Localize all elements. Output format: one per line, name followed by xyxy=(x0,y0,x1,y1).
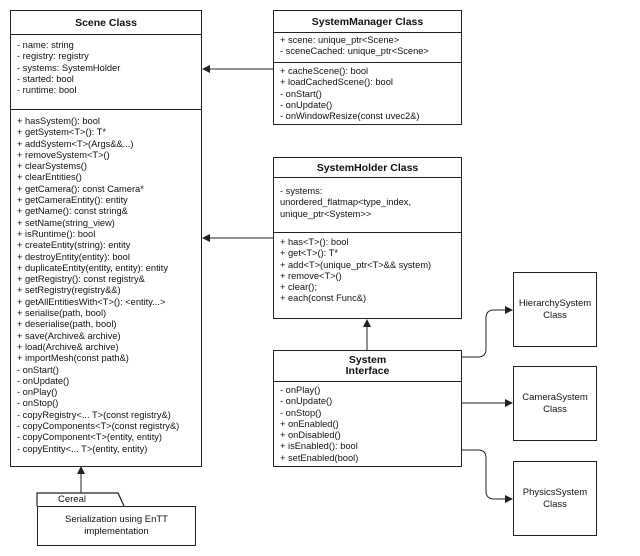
method: + clear(); xyxy=(280,282,317,293)
method: - onPlay() xyxy=(280,385,321,395)
cereal-package-body: Serialization using EnTT implementation xyxy=(37,506,196,546)
system-interface-title-line1: System xyxy=(348,354,387,366)
hierarchy-system-line2: Class xyxy=(543,309,567,321)
physics-system-line1: PhysicsSystem xyxy=(522,486,588,498)
system-manager-class-title: SystemManager Class xyxy=(274,11,461,33)
method: + has<T>(): bool xyxy=(280,237,349,247)
method: + getCamera(): const Camera* xyxy=(17,183,144,194)
camera-system-class-box: CameraSystem Class xyxy=(513,366,597,441)
method: + hasSystem(): bool xyxy=(17,116,100,126)
method: - copyComponent<T>(entity, entity) xyxy=(17,432,163,443)
system-manager-attributes: + scene: unique_ptr<Scene> - sceneCached… xyxy=(274,33,461,62)
method: - onUpdate() xyxy=(17,375,70,386)
method: - onStop() xyxy=(280,407,322,418)
method: + destroyEntity(entity): bool xyxy=(17,251,130,262)
method: + setRegistry(registry&&) xyxy=(17,285,121,296)
method: + loadCachedScene(): bool xyxy=(280,77,393,88)
method: + createEntity(string): entity xyxy=(17,240,131,251)
attribute: - name: string xyxy=(17,40,74,50)
method: - onStart() xyxy=(17,364,59,375)
method: + serialise(path, bool) xyxy=(17,308,107,319)
cereal-line2: implementation xyxy=(84,526,149,537)
hierarchy-system-line1: HierarchySystem xyxy=(518,297,592,309)
method: + deserialise(path, bool) xyxy=(17,319,117,330)
method: - onStop() xyxy=(17,398,59,409)
scene-attributes: - name: string - registry: registry - sy… xyxy=(11,35,201,109)
system-interface-title: System Interface xyxy=(274,351,461,382)
attribute: unique_ptr<System>> xyxy=(280,208,372,219)
method: - onUpdate() xyxy=(280,99,333,110)
system-holder-methods: + has<T>(): bool + get<T>(): T* + add<T>… xyxy=(274,232,461,308)
method: + add<T>(unique_ptr<T>&& system) xyxy=(280,259,432,270)
method: + cacheScene(): bool xyxy=(280,66,369,76)
method: + removeSystem<T>() xyxy=(17,149,110,160)
attribute: - registry: registry xyxy=(17,51,89,62)
system-holder-class-box: SystemHolder Class - systems: unordered_… xyxy=(273,157,462,319)
method: - onStart() xyxy=(280,88,322,99)
attribute: - started: bool xyxy=(17,73,74,84)
method: + onEnabled() xyxy=(280,418,339,429)
hierarchy-system-class-box: HierarchySystem Class xyxy=(513,272,597,347)
system-holder-class-title: SystemHolder Class xyxy=(274,158,461,178)
physics-system-line2: Class xyxy=(543,498,567,510)
attribute: - systems: SystemHolder xyxy=(17,62,121,73)
method: + addSystem<T>(Args&&...) xyxy=(17,138,134,149)
attribute: + scene: unique_ptr<Scene> xyxy=(280,35,400,45)
attribute: - runtime: bool xyxy=(17,85,77,96)
method: - copyComponents<T>(const registry&) xyxy=(17,421,180,432)
scene-class-box: Scene Class - name: string - registry: r… xyxy=(10,10,202,467)
method: - onWindowResize(const uvec2&) xyxy=(280,111,420,122)
method: + remove<T>() xyxy=(280,270,342,281)
method: + get<T>(): T* xyxy=(280,248,338,259)
method: + setEnabled(bool) xyxy=(280,452,359,463)
method: + getAllEntitiesWith<T>(): <entity...> xyxy=(17,296,166,307)
method: + isEnabled(): bool xyxy=(280,441,358,452)
camera-system-line2: Class xyxy=(543,403,567,415)
scene-methods: + hasSystem(): bool + getSystem<T>(): T*… xyxy=(11,109,201,458)
method: + clearSystems() xyxy=(17,161,87,172)
method: - onUpdate() xyxy=(280,396,333,407)
method: + duplicateEntity(entity, entity): entit… xyxy=(17,262,168,273)
scene-class-title: Scene Class xyxy=(11,11,201,35)
method: + getSystem<T>(): T* xyxy=(17,127,106,138)
method: + isRuntime(): bool xyxy=(17,228,96,239)
method: + getRegistry(): const registry& xyxy=(17,274,145,285)
system-interface-box: System Interface - onPlay() - onUpdate()… xyxy=(273,350,462,467)
method: + clearEntities() xyxy=(17,172,82,183)
system-interface-methods: - onPlay() - onUpdate() - onStop() + onE… xyxy=(274,382,461,467)
attribute: - sceneCached: unique_ptr<Scene> xyxy=(280,46,429,57)
system-manager-class-box: SystemManager Class + scene: unique_ptr<… xyxy=(273,10,462,125)
method: + getCameraEntity(): entity xyxy=(17,195,128,206)
cereal-tab-label: Cereal xyxy=(58,494,86,505)
attribute: - systems: xyxy=(280,186,323,196)
system-manager-methods: + cacheScene(): bool + loadCachedScene()… xyxy=(274,62,461,125)
method: + each(const Func&) xyxy=(280,293,367,304)
method: + importMesh(const path&) xyxy=(17,353,129,364)
system-holder-attributes: - systems: unordered_flatmap<type_index,… xyxy=(274,178,461,232)
method: - copyRegistry<... T>(const registry&) xyxy=(17,409,171,420)
method: + onDisabled() xyxy=(280,430,341,441)
cereal-line1: Serialization using EnTT xyxy=(65,514,168,525)
interface-to-physics-arrow xyxy=(462,449,513,503)
method: - onPlay() xyxy=(17,387,58,398)
method: + load(Archive& archive) xyxy=(17,341,119,352)
method: + setName(string_view) xyxy=(17,217,115,228)
system-interface-title-line2: Interface xyxy=(345,365,390,377)
attribute: unordered_flatmap<type_index, xyxy=(280,197,412,208)
method: + save(Archive& archive) xyxy=(17,330,121,341)
method: - copyEntity<... T>(entity, entity) xyxy=(17,443,148,454)
method: + getName(): const string& xyxy=(17,206,128,217)
interface-to-hierarchy-arrow xyxy=(462,306,513,358)
physics-system-class-box: PhysicsSystem Class xyxy=(513,461,597,536)
camera-system-line1: CameraSystem xyxy=(522,391,588,403)
